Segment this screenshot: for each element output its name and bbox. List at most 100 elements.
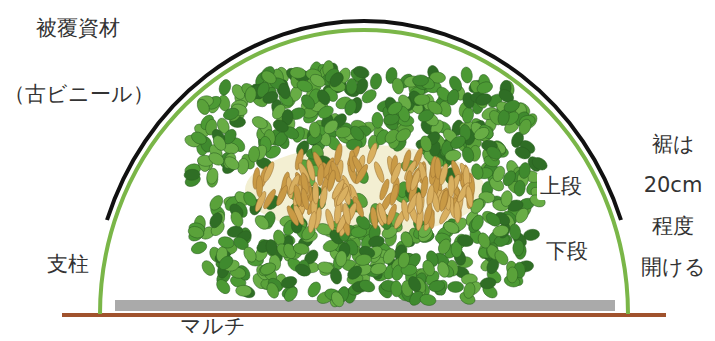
leaf bbox=[448, 133, 467, 151]
leaf bbox=[329, 267, 343, 285]
leaf bbox=[189, 129, 208, 146]
leaf bbox=[348, 124, 367, 143]
leaf bbox=[369, 72, 383, 90]
leaf bbox=[390, 281, 402, 298]
leaf bbox=[265, 281, 281, 300]
pod bbox=[261, 188, 277, 210]
leaf bbox=[335, 250, 348, 267]
leaf bbox=[391, 77, 405, 95]
leaf bbox=[261, 89, 280, 106]
leaf bbox=[507, 267, 519, 283]
leaf bbox=[475, 80, 494, 96]
leaf bbox=[512, 240, 524, 257]
leaf bbox=[370, 262, 388, 276]
leaf bbox=[299, 92, 318, 111]
pod bbox=[388, 183, 400, 206]
pod bbox=[416, 192, 423, 214]
leaf bbox=[327, 70, 345, 89]
leaf bbox=[469, 213, 485, 232]
plant-core bbox=[245, 145, 485, 235]
leaf bbox=[241, 245, 258, 264]
leaf bbox=[244, 86, 257, 103]
pod bbox=[448, 175, 455, 197]
leaf bbox=[414, 94, 431, 106]
leaf bbox=[190, 240, 209, 256]
pod bbox=[353, 163, 369, 185]
pod bbox=[401, 149, 413, 172]
leaf bbox=[343, 98, 358, 117]
leaf bbox=[447, 281, 463, 292]
pod bbox=[438, 163, 450, 186]
leaf bbox=[500, 190, 514, 208]
leaf bbox=[293, 262, 312, 278]
leaf bbox=[436, 260, 451, 278]
leaf bbox=[289, 67, 306, 79]
leaf bbox=[214, 277, 233, 296]
leaf bbox=[199, 258, 217, 277]
pod bbox=[422, 203, 433, 226]
leaf bbox=[346, 78, 358, 95]
leaf bbox=[484, 144, 503, 162]
pod bbox=[389, 162, 403, 185]
pod bbox=[324, 208, 336, 231]
pod bbox=[318, 186, 328, 209]
leaf bbox=[371, 112, 383, 129]
leaf bbox=[502, 98, 521, 114]
leaf bbox=[513, 145, 532, 162]
support-hoop bbox=[100, 30, 628, 314]
leaf bbox=[397, 251, 411, 269]
leaf bbox=[394, 126, 413, 144]
leaf bbox=[248, 146, 261, 163]
cover-note: （古ビニール） bbox=[4, 80, 154, 108]
leaf bbox=[315, 88, 333, 107]
leaf bbox=[461, 106, 475, 124]
plant-leaves bbox=[183, 60, 549, 309]
leaf bbox=[517, 117, 533, 136]
leaf bbox=[316, 103, 335, 120]
pod bbox=[342, 203, 352, 226]
leaf bbox=[385, 99, 404, 117]
leaf bbox=[207, 211, 224, 230]
leaf bbox=[462, 282, 476, 300]
leaf bbox=[207, 193, 225, 212]
leaf bbox=[308, 72, 327, 90]
leaf bbox=[412, 75, 428, 86]
leaf bbox=[252, 213, 271, 232]
leaf bbox=[421, 259, 437, 278]
leaf bbox=[345, 263, 364, 282]
leaf bbox=[355, 253, 372, 266]
leaf bbox=[305, 280, 323, 299]
leaf bbox=[229, 210, 246, 229]
leaf bbox=[329, 290, 346, 309]
pod bbox=[453, 201, 460, 223]
leaf bbox=[472, 125, 491, 143]
pod bbox=[274, 184, 289, 207]
pod bbox=[409, 169, 422, 192]
ground-line bbox=[62, 313, 666, 317]
leaf bbox=[530, 155, 549, 172]
leaf bbox=[479, 276, 497, 290]
leaf bbox=[271, 117, 290, 134]
pod bbox=[372, 161, 386, 184]
leaf bbox=[216, 253, 235, 272]
leaf bbox=[518, 162, 532, 180]
leaf bbox=[264, 238, 278, 256]
leaf bbox=[205, 167, 219, 185]
leaf bbox=[187, 225, 206, 240]
leaf bbox=[217, 235, 235, 249]
leaf bbox=[207, 150, 226, 167]
pod bbox=[365, 142, 379, 165]
pod bbox=[334, 185, 351, 207]
leaf bbox=[309, 122, 321, 139]
lower-tier-label: 下段 bbox=[543, 237, 591, 265]
leaf bbox=[456, 234, 474, 248]
leaf bbox=[513, 206, 531, 225]
leaf bbox=[222, 106, 241, 122]
leaf bbox=[476, 231, 492, 250]
leaf bbox=[381, 247, 398, 266]
leaf bbox=[217, 78, 232, 97]
leaf bbox=[277, 82, 292, 100]
leaf bbox=[258, 261, 277, 278]
leaf bbox=[474, 92, 493, 107]
